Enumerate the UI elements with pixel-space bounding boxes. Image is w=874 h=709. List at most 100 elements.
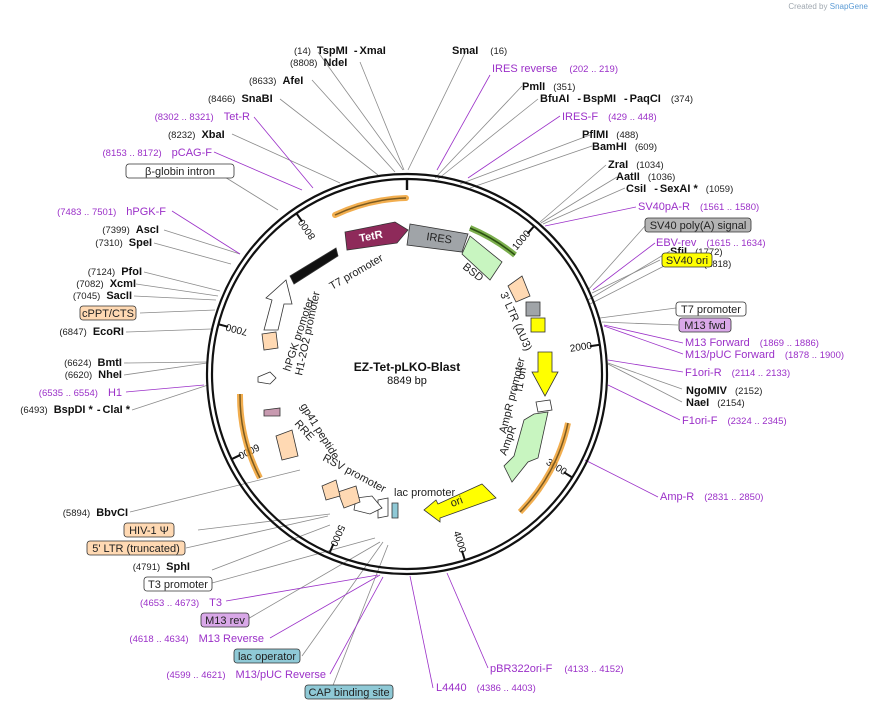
enzyme-aatii[interactable]: AatII(1036): [616, 171, 675, 183]
cppt-feature[interactable]: [261, 331, 279, 351]
enzyme-afei[interactable]: (8633)AfeI: [249, 75, 303, 87]
primer-hpgk-f[interactable]: (7483 .. 7501)hPGK-F: [57, 206, 166, 218]
rre-feature[interactable]: [275, 429, 299, 461]
feature-box-lac-operator[interactable]: lac operator: [233, 648, 301, 664]
enzyme-naei[interactable]: NaeI(2154): [686, 397, 745, 409]
primer-m13-puc-reverse[interactable]: (4599 .. 4621)M13/pUC Reverse: [166, 669, 326, 681]
svg-text:SV40 poly(A) signal: SV40 poly(A) signal: [650, 220, 747, 232]
sv40ori-feature[interactable]: [530, 317, 546, 333]
primer-leader-lines: [125, 74, 684, 689]
feature-box-t3-promoter[interactable]: T3 promoter: [143, 576, 213, 592]
ruler-tick-label: 4000: [451, 530, 468, 555]
ires-feature[interactable]: [406, 223, 469, 253]
feature-box-cppt[interactable]: cPPT/CTS: [79, 305, 137, 321]
primer-f1ori-r[interactable]: F1ori-R(2114 .. 2133): [685, 367, 790, 379]
primer-m13-forward[interactable]: M13 Forward(1869 .. 1886): [685, 337, 819, 349]
primer-ires-reverse[interactable]: IRES reverse(202 .. 219): [492, 63, 618, 75]
enzyme-bamhi[interactable]: BamHI(609): [592, 141, 657, 153]
primer-h1[interactable]: (6535 .. 6554)H1: [39, 387, 122, 399]
snapgene-credit: Created by SnapGene: [788, 2, 868, 11]
svg-text:5' LTR (truncated): 5' LTR (truncated): [92, 543, 179, 555]
svg-text:HIV-1 Ψ: HIV-1 Ψ: [129, 525, 169, 537]
enzyme-pfoi[interactable]: (7124)PfoI: [88, 266, 142, 278]
enzyme-xbai[interactable]: (8232)XbaI: [168, 129, 225, 141]
enzyme-smai[interactable]: SmaI(16): [452, 45, 507, 57]
feature-box-m13-fwd[interactable]: M13 fwd: [678, 317, 732, 333]
svg-text:M13 rev: M13 rev: [205, 615, 245, 627]
gp41-feature[interactable]: [263, 407, 281, 417]
feature-boxes: β-globin intron SV40 poly(A) signal SV40…: [79, 163, 752, 700]
primer-l4440[interactable]: L4440(4386 .. 4403): [436, 682, 536, 694]
enzyme-csii[interactable]: CsiI-SexAI *(1059): [626, 183, 733, 195]
f1ori-arrow[interactable]: [531, 351, 559, 397]
enzyme-nhei[interactable]: (6620)NheI: [65, 369, 122, 381]
feature-box-cap-binding[interactable]: CAP binding site: [304, 684, 394, 700]
enzyme-asci[interactable]: (7399)AscI: [102, 224, 159, 236]
feature-box-sv40-ori[interactable]: SV40 ori: [661, 252, 713, 268]
sv40pa-feature[interactable]: [525, 301, 541, 317]
feature-box-sv40-polya[interactable]: SV40 poly(A) signal: [644, 217, 752, 233]
primer-tet-r[interactable]: (8302 .. 8321)Tet-R: [155, 111, 250, 123]
ruler-tick-label: 5000: [327, 523, 346, 548]
backbone-outer: [205, 172, 609, 576]
bglobin-feature[interactable]: [289, 247, 339, 285]
feature-box-5ltr[interactable]: 5' LTR (truncated): [86, 540, 186, 556]
primer-m13-reverse[interactable]: (4618 .. 4634)M13 Reverse: [129, 633, 264, 645]
enzyme-sacii[interactable]: (7045)SacII: [73, 290, 132, 302]
enzyme-zrai[interactable]: ZraI(1034): [608, 159, 664, 171]
ruler-tick: [295, 212, 303, 223]
enzyme-ngomiv[interactable]: NgoMIV(2152): [686, 385, 762, 397]
plasmid-size: 8849 bp: [387, 375, 427, 387]
enzyme-pflmi[interactable]: PflMI(488): [582, 129, 638, 141]
enzyme-tspmi[interactable]: (14)TspMI-XmaI: [294, 45, 386, 57]
enzyme-xcmi[interactable]: (7082)XcmI: [76, 278, 136, 290]
primer-ebv-rev[interactable]: EBV-rev(1615 .. 1634): [656, 237, 766, 249]
lac-operator-feature[interactable]: [391, 502, 399, 519]
ori-arrow[interactable]: [423, 483, 497, 523]
enzyme-snabi[interactable]: (8466)SnaBI: [208, 93, 273, 105]
ltr3-feature[interactable]: [507, 275, 531, 303]
enzyme-spei[interactable]: (7310)SpeI: [95, 237, 152, 249]
ruler-tick-label: 7000: [224, 321, 249, 337]
primer-t3[interactable]: (4653 .. 4673)T3: [140, 597, 222, 609]
feature-box-bglobin[interactable]: β-globin intron: [125, 163, 235, 179]
enzyme-bspdi[interactable]: (6493)BspDI *-ClaI *: [20, 404, 130, 416]
enzyme-bbvci[interactable]: (5894)BbvCI: [63, 507, 128, 519]
feature-box-m13-rev[interactable]: M13 rev: [200, 612, 250, 628]
primer-amp-r[interactable]: Amp-R(2831 .. 2850): [660, 491, 763, 503]
enzyme-bfuai[interactable]: BfuAI-BspMI-PaqCI(374): [540, 93, 693, 105]
svg-text:M13 fwd: M13 fwd: [684, 320, 726, 332]
svg-text:lac operator: lac operator: [238, 651, 296, 663]
feature-leader-lines: [139, 173, 679, 326]
svg-text:cPPT/CTS: cPPT/CTS: [82, 308, 134, 320]
feature-box-t7-promoter[interactable]: T7 promoter: [675, 301, 747, 317]
primer-pbr322ori-f[interactable]: pBR322ori-F(4133 .. 4152): [490, 663, 624, 675]
features: [257, 221, 559, 523]
lac-feature[interactable]: [377, 497, 389, 519]
ampr-promoter[interactable]: [535, 399, 553, 413]
enzyme-bmti[interactable]: (6624)BmtI: [64, 357, 122, 369]
primer-f1ori-f[interactable]: F1ori-F(2324 .. 2345): [682, 415, 787, 427]
psi-feature[interactable]: [321, 479, 341, 501]
ampr-arrow[interactable]: [503, 411, 549, 483]
ruler-tick: [328, 543, 335, 554]
primer-m13-puc-forward[interactable]: M13/pUC Forward(1878 .. 1900): [685, 349, 844, 361]
rsv-promoter-arrow[interactable]: [353, 495, 383, 515]
enzyme-ecori[interactable]: (6847)EcoRI: [59, 326, 124, 338]
h1-promoter-arrow[interactable]: [257, 371, 277, 385]
primer-ires-f[interactable]: IRES-F(429 .. 448): [562, 111, 657, 123]
hpgk-promoter-arrow[interactable]: [263, 279, 293, 331]
bsd-arrow[interactable]: [461, 235, 503, 281]
feature-box-hiv-psi[interactable]: HIV-1 Ψ: [123, 522, 175, 538]
ruler-tick: [218, 323, 229, 328]
primer-pcag-f[interactable]: (8153 .. 8172)pCAG-F: [103, 147, 213, 159]
enzyme-sphi[interactable]: (4791)SphI: [133, 561, 190, 573]
tetr-arrow[interactable]: [344, 221, 409, 251]
ltr5-feature[interactable]: [337, 485, 361, 509]
credit-prefix: Created by: [788, 2, 828, 11]
enzyme-ndei[interactable]: (8808)NdeI: [290, 57, 347, 69]
primer-sv40pa-r[interactable]: SV40pA-R(1561 .. 1580): [638, 201, 759, 213]
enzyme-pmli[interactable]: PmlI(351): [522, 81, 575, 93]
ruler-tick-label: 8000: [296, 216, 318, 241]
